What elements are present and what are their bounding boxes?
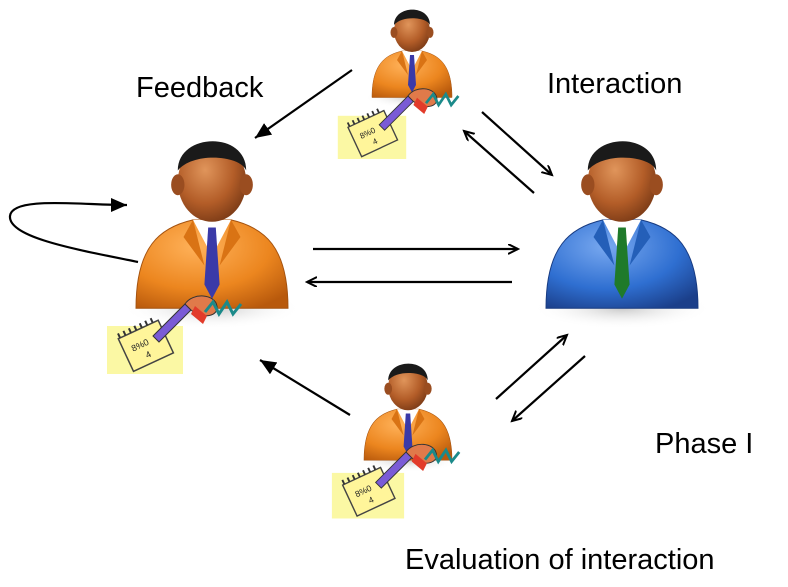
observe-arrow-bottom-down (512, 355, 586, 421)
phase-label: Phase I (655, 428, 754, 460)
blue-person-figure (531, 140, 713, 330)
observe-arrow-top-up (464, 131, 535, 194)
feedback-arrow-bottom (259, 359, 351, 416)
feedback-label: Feedback (136, 72, 264, 104)
observe-arrow-bottom-up (495, 335, 567, 400)
self-loop-arrow (8, 197, 139, 264)
observe-arrow-top-down (481, 111, 552, 175)
evaluation-label: Evaluation of interaction (405, 544, 715, 576)
feedback-arrow-top (254, 69, 353, 139)
interaction-label: Interaction (547, 68, 683, 100)
